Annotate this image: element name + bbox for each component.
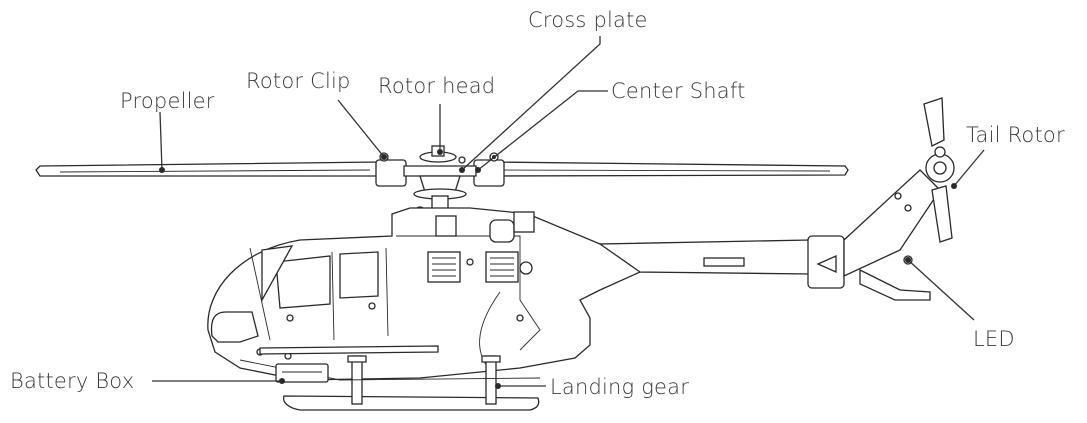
rotor-head-marker [437,149,443,155]
led-leader [907,259,975,321]
propeller-marker [159,167,165,173]
landing-gear [239,355,541,411]
tail-rotor-marker [951,183,957,189]
leader-lines [152,36,985,389]
rotor-clip-leader [337,99,385,158]
rotor-head-assembly [375,145,505,218]
battery-box [275,363,329,383]
label-battery-box: Battery Box [10,369,134,393]
center-shaft-marker [475,167,481,173]
label-rotor-head: Rotor head [378,74,495,98]
tail-rotor [923,97,955,243]
label-rotor-clip: Rotor Clip [246,69,351,93]
cross-plate-marker [459,167,465,173]
landing-gear-marker [495,383,501,389]
tail-boom [597,169,941,301]
battery-box-marker [279,378,285,384]
tail-rotor-leader [953,149,985,187]
label-tail-rotor: Tail Rotor [966,123,1065,147]
rotor-clip-marker [381,154,387,160]
label-landing-gear: Landing gear [550,375,689,399]
label-propeller: Propeller [120,89,215,113]
label-cross-plate: Cross plate [528,8,648,32]
label-led: LED [973,327,1015,351]
propeller-leader [159,111,163,171]
label-center-shaft: Center Shaft [611,79,746,103]
fuselage [207,207,821,381]
center-shaft-leader [477,90,608,171]
led-marker [905,257,911,263]
main-rotor-blades [35,161,849,177]
cross-plate-leader [461,36,601,171]
part-labels: Propeller Rotor Clip Rotor head Cross pl… [10,8,1065,399]
